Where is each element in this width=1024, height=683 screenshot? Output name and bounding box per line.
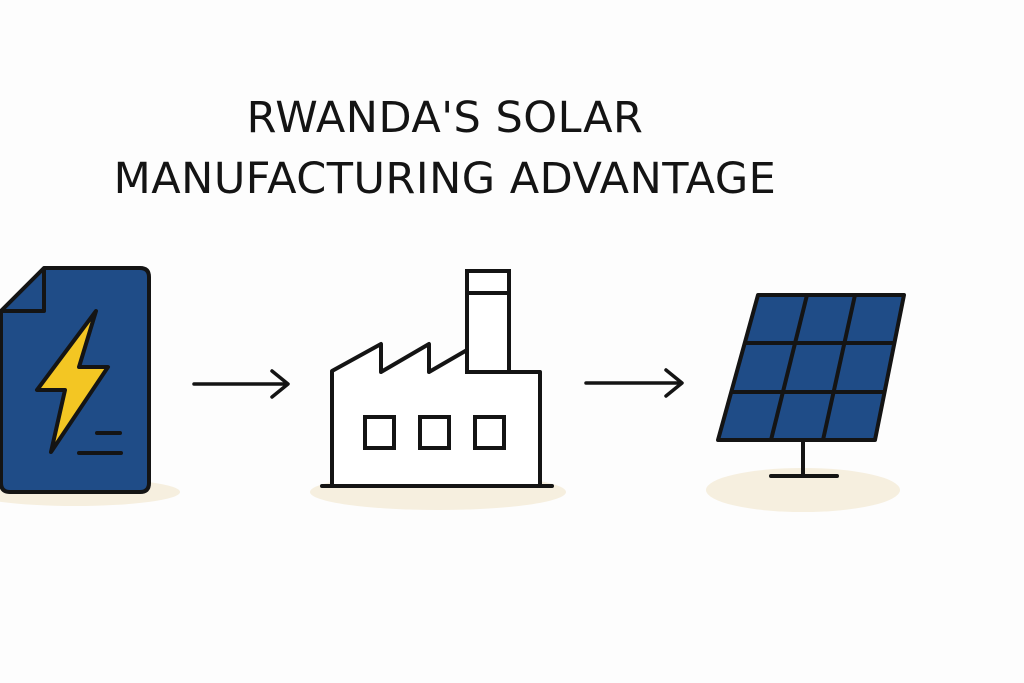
chimney (465, 291, 511, 374)
factory-window (473, 415, 506, 450)
ground-shadow (706, 468, 900, 512)
solar-panel-icon (706, 293, 906, 512)
factory-window (363, 415, 396, 450)
page-title: RWANDA'S SOLAR MANUFACTURING ADVANTAGE (0, 88, 890, 210)
factory-icon (310, 269, 566, 510)
panel-grid-line (821, 294, 857, 441)
factory-window (418, 415, 451, 450)
panel-frame (716, 293, 906, 442)
title-line-1: RWANDA'S SOLAR (246, 93, 644, 143)
title-line-2: MANUFACTURING ADVANTAGE (113, 154, 777, 204)
lightning-bolt-icon (35, 309, 110, 454)
arrow-right-icon (192, 369, 290, 399)
document-fold (1, 268, 46, 313)
arrow-right-icon (584, 368, 684, 398)
chimney-cap (465, 269, 511, 295)
energy-document-icon (0, 266, 180, 506)
panel-grid-line (769, 294, 809, 441)
